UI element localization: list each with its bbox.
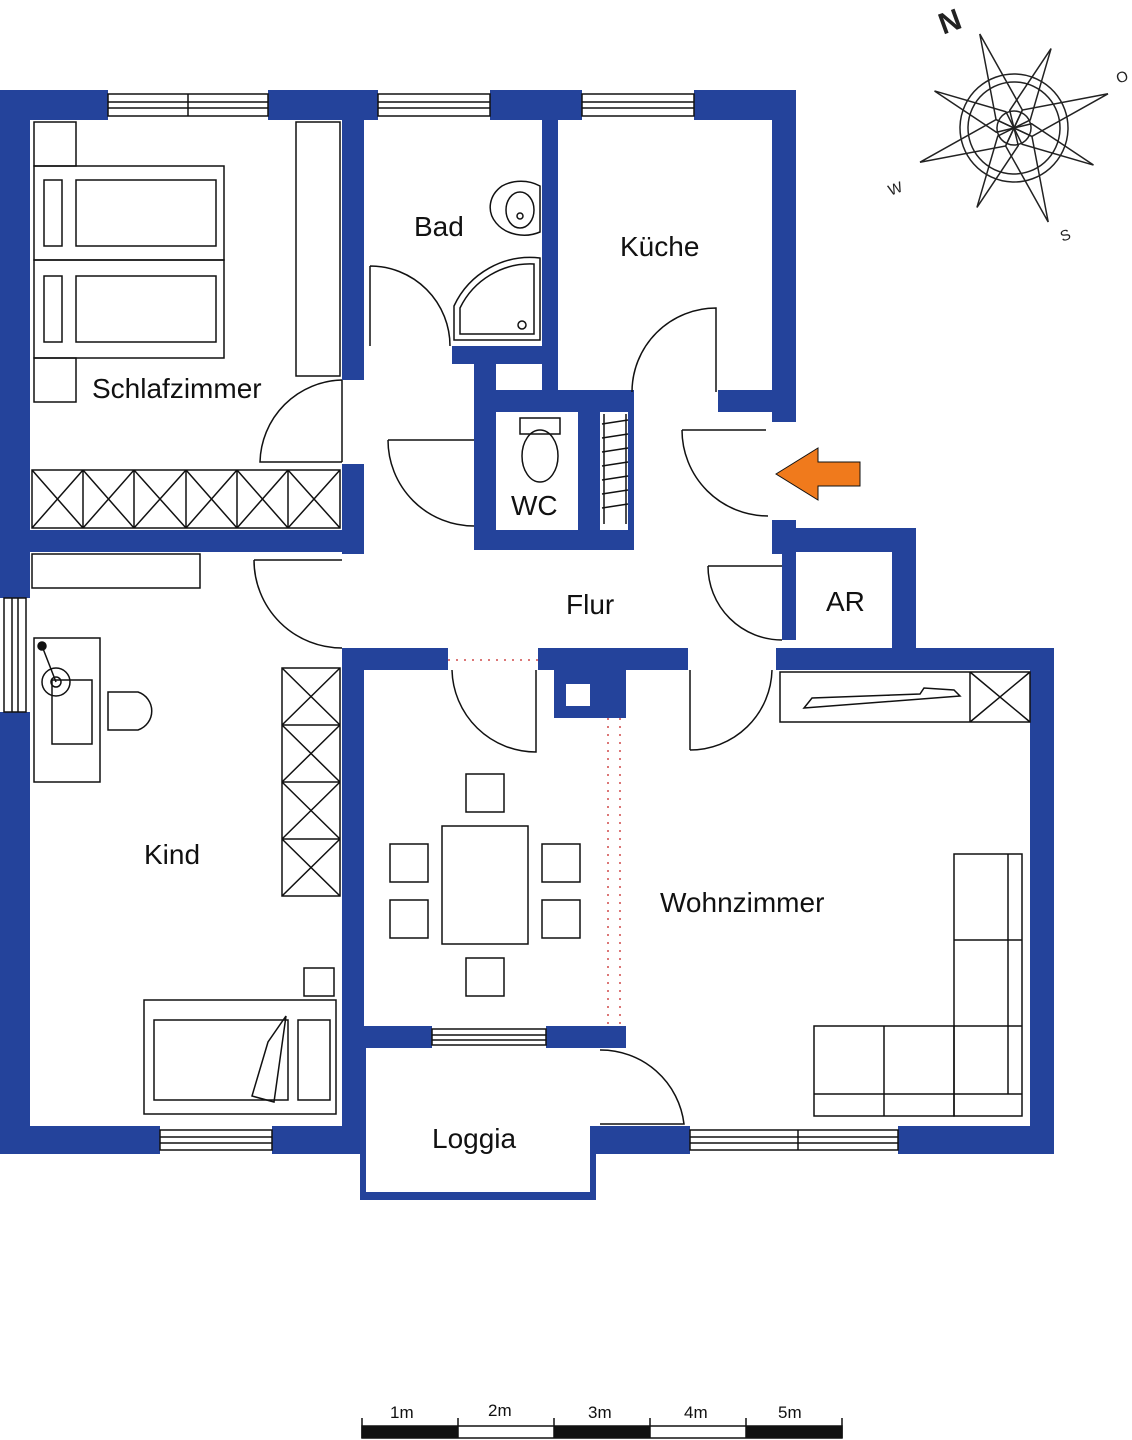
room-label-kind: Kind: [144, 839, 200, 870]
wall-wardrobe-right: [628, 390, 634, 550]
wall-bottom-kind-left: [0, 1126, 160, 1154]
room-label-wohnzimmer: Wohnzimmer: [660, 887, 824, 918]
chimney-hole: [566, 684, 590, 706]
tv-sideboard: [779, 671, 1031, 723]
door-essbereich: [451, 669, 537, 753]
door-wc: [387, 439, 475, 527]
wall-ar-right: [892, 528, 916, 670]
wall-wc-bottom: [474, 530, 634, 550]
wall-kueche-right: [772, 90, 796, 422]
open-passages: [448, 659, 621, 1026]
compass-west-label: W: [886, 178, 906, 199]
window-ess-bottom: [431, 1028, 547, 1046]
window-kueche-top: [581, 93, 695, 117]
wall-left-lower: [0, 712, 30, 1154]
chair-kind: [107, 691, 153, 731]
wall-loggia-left: [360, 1046, 366, 1200]
room-label-wc: WC: [511, 490, 558, 521]
wall-loggia-bottom: [360, 1192, 596, 1200]
wall-loggia-right: [590, 1126, 596, 1200]
wall-wohn-bottom-right: [898, 1126, 1054, 1154]
scale-label-5m: 5m: [778, 1403, 802, 1422]
shelf-kind: [31, 553, 201, 589]
windows: [3, 93, 899, 1151]
scale-label-3m: 3m: [588, 1403, 612, 1422]
room-label-kueche: Küche: [620, 231, 699, 262]
bed-kind: [143, 999, 337, 1115]
compass-south-label: S: [1058, 226, 1073, 245]
scale-label-1m: 1m: [390, 1403, 414, 1422]
wall-bad-kueche: [542, 120, 558, 392]
door-entrance: [681, 429, 769, 517]
window-kind-left: [3, 597, 27, 713]
door-bad: [369, 265, 451, 347]
window-wohn-bottom: [689, 1129, 899, 1151]
wardrobe-schlaf: [31, 469, 341, 529]
wall-bad-bottom: [452, 346, 558, 364]
room-label-bad: Bad: [414, 211, 464, 242]
desk-kind: [33, 637, 101, 783]
door-wohnzimmer: [689, 669, 773, 751]
wall-wohn-right: [1030, 648, 1054, 1154]
wall-kueche-bottom: [718, 390, 796, 412]
compass-east-label: O: [1114, 67, 1131, 87]
coat-rack: [601, 414, 629, 524]
window-bad-top: [377, 93, 491, 117]
wall-schlaf-bad-upper: [342, 90, 364, 380]
window-schlaf-top: [107, 93, 269, 117]
door-kueche: [631, 307, 717, 393]
scale-label-4m: 4m: [684, 1403, 708, 1422]
dresser-schlaf: [295, 121, 341, 377]
compass-north-label: N: [934, 3, 966, 41]
door-ar: [707, 565, 783, 641]
shower: [453, 256, 541, 341]
room-label-schlafzimmer: Schlafzimmer: [92, 373, 262, 404]
wall-ess-bottom-right: [546, 1026, 626, 1048]
door-schlafzimmer: [259, 379, 343, 463]
compass-rose-icon: [919, 33, 1109, 223]
door-kind: [253, 559, 343, 649]
room-label-loggia: Loggia: [432, 1123, 517, 1154]
room-label-flur: Flur: [566, 589, 614, 620]
nightstand-kind: [303, 967, 335, 997]
wall-top-mid2: [490, 90, 582, 120]
wall-flur-bottom-left: [342, 648, 448, 670]
washbasin: [489, 180, 541, 236]
window-kind-bottom: [159, 1129, 273, 1151]
wall-shaft-bottom: [474, 390, 634, 412]
wall-wohn-top: [776, 648, 1054, 670]
scale-label-2m: 2m: [488, 1401, 512, 1420]
wall-wohn-bottom-left: [594, 1126, 690, 1154]
toilet: [519, 417, 561, 483]
dining-table: [389, 773, 581, 997]
walls: [0, 90, 1054, 1200]
furniture: [31, 121, 1031, 1117]
wall-schlaf-kind: [0, 530, 364, 552]
room-label-ar: AR: [826, 586, 865, 617]
wall-ess-bottom-left: [342, 1026, 432, 1048]
wall-left-upper: [0, 90, 30, 598]
wall-wc-right: [578, 390, 600, 550]
scale-bar: 1m 2m 3m 4m 5m: [361, 1401, 843, 1439]
wall-shaft-left: [474, 346, 496, 550]
cabinet-kind: [281, 667, 341, 897]
entrance-arrow-icon: [775, 447, 861, 501]
doors: [253, 265, 783, 1125]
double-bed: [33, 121, 225, 403]
wall-ar-left: [782, 528, 796, 640]
door-loggia: [599, 1049, 685, 1125]
corner-sofa: [813, 853, 1023, 1117]
wall-flur-bottom-mid: [538, 648, 688, 670]
